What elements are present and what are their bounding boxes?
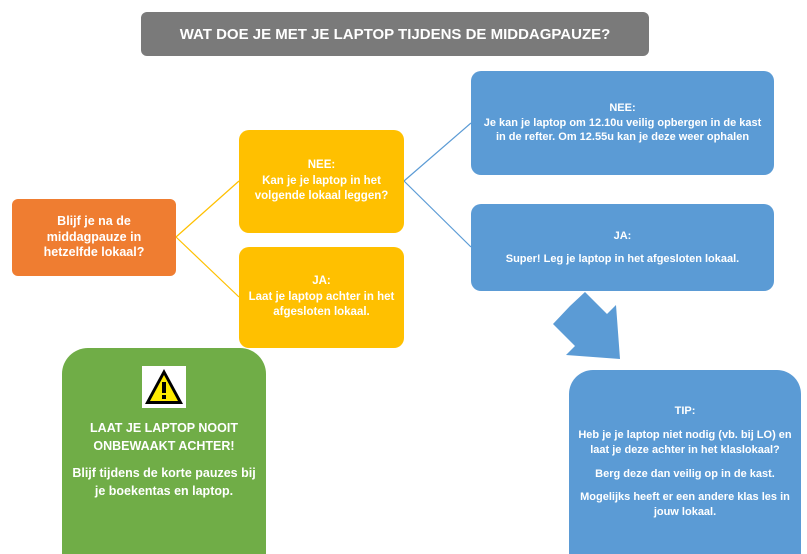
nee-yellow-label: NEE:: [307, 159, 336, 172]
tip-paragraph-3: Mogelijks heeft er een andere klas les i…: [580, 491, 790, 519]
ja-blue-text: Super! Leg je laptop in het afgesloten l…: [505, 252, 740, 265]
tip-paragraph-1: Heb je je laptop niet nodig (vb. bij LO)…: [578, 428, 792, 456]
connector-start-ja: [175, 236, 240, 298]
nee-blue-text: Je kan je laptop om 12.10u veilig opberg…: [483, 116, 762, 144]
connector-nee-blue-nee: [403, 122, 472, 182]
connector-nee-blue-ja: [403, 180, 472, 248]
nee-blue-box: NEE: Je kan je laptop om 12.10u veilig o…: [471, 71, 774, 175]
warning-icon: [142, 366, 186, 408]
nee-blue-label: NEE:: [609, 101, 636, 114]
ja-yellow-box: JA: Laat je laptop achter in het afgeslo…: [239, 247, 404, 348]
down-arrow: [553, 292, 620, 359]
warning-box: LAAT JE LAPTOP NOOIT ONBEWAAKT ACHTER! B…: [62, 348, 266, 554]
nee-yellow-text: Kan je je laptop in het volgende lokaal …: [254, 174, 389, 203]
start-question-text: Blijf je na de middagpauze in hetzelfde …: [43, 214, 145, 260]
warning-text: Blijf tijdens de korte pauzes bij je boe…: [72, 466, 256, 498]
ja-blue-label: JA:: [613, 229, 632, 242]
nee-yellow-box: NEE: Kan je je laptop in het volgende lo…: [239, 130, 404, 233]
tip-box: TIP: Heb je je laptop niet nodig (vb. bi…: [569, 370, 801, 554]
tip-label: TIP:: [674, 404, 696, 417]
ja-yellow-label: JA:: [312, 275, 331, 288]
ja-blue-box: JA: Super! Leg je laptop in het afgeslot…: [471, 204, 774, 291]
tip-paragraph-2: Berg deze dan veilig op in de kast.: [595, 467, 775, 480]
start-question-box: Blijf je na de middagpauze in hetzelfde …: [12, 199, 176, 276]
warning-headline: LAAT JE LAPTOP NOOIT ONBEWAAKT ACHTER!: [90, 421, 238, 453]
page-title: WAT DOE JE MET JE LAPTOP TIJDENS DE MIDD…: [141, 12, 649, 56]
title-text: WAT DOE JE MET JE LAPTOP TIJDENS DE MIDD…: [179, 25, 611, 43]
connector-start-nee: [175, 180, 240, 238]
ja-yellow-text: Laat je laptop achter in het afgesloten …: [248, 290, 395, 319]
